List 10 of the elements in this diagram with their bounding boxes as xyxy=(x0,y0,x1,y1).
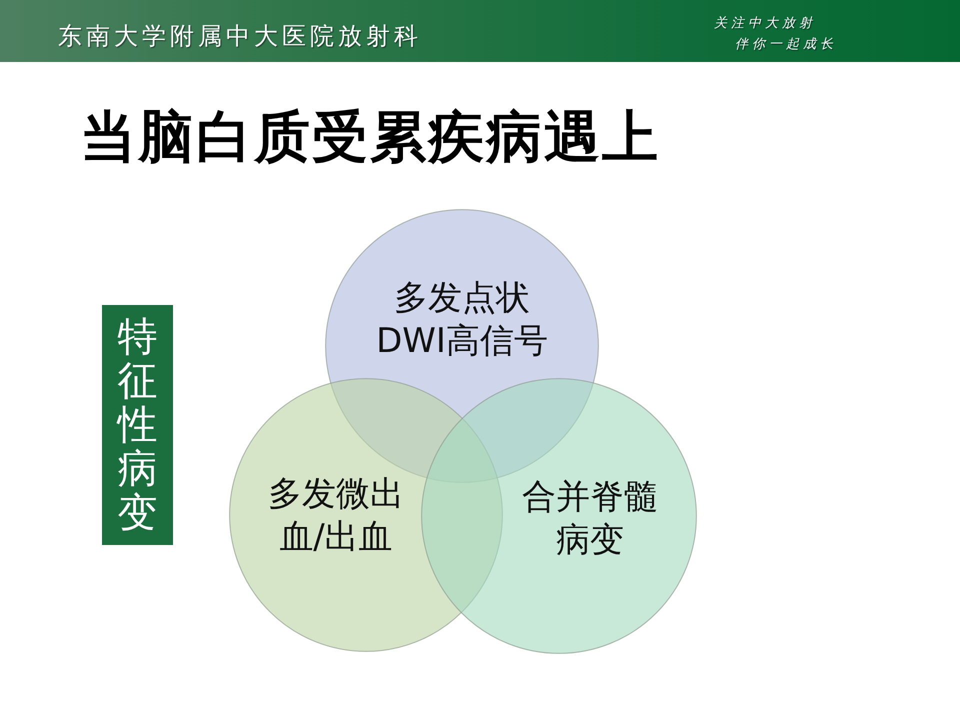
circle-label: 合并脊髓病变 xyxy=(521,476,659,562)
slogan-text: 关注中大放射 xyxy=(714,17,816,32)
slide-title: 当脑白质受累疾病遇上 xyxy=(80,107,660,169)
circle-label: 多发微出血/出血 xyxy=(267,472,405,559)
vertical-label: 特征性病变 xyxy=(118,315,158,535)
slogan-text: 伴你一起成长 xyxy=(735,38,837,53)
header-text: 东南大学附属中大医院放射科 xyxy=(58,23,422,51)
category-box xyxy=(102,305,173,545)
venn-circle xyxy=(421,378,697,654)
circle-label: 多发点状 DWI高信号 xyxy=(375,276,549,363)
